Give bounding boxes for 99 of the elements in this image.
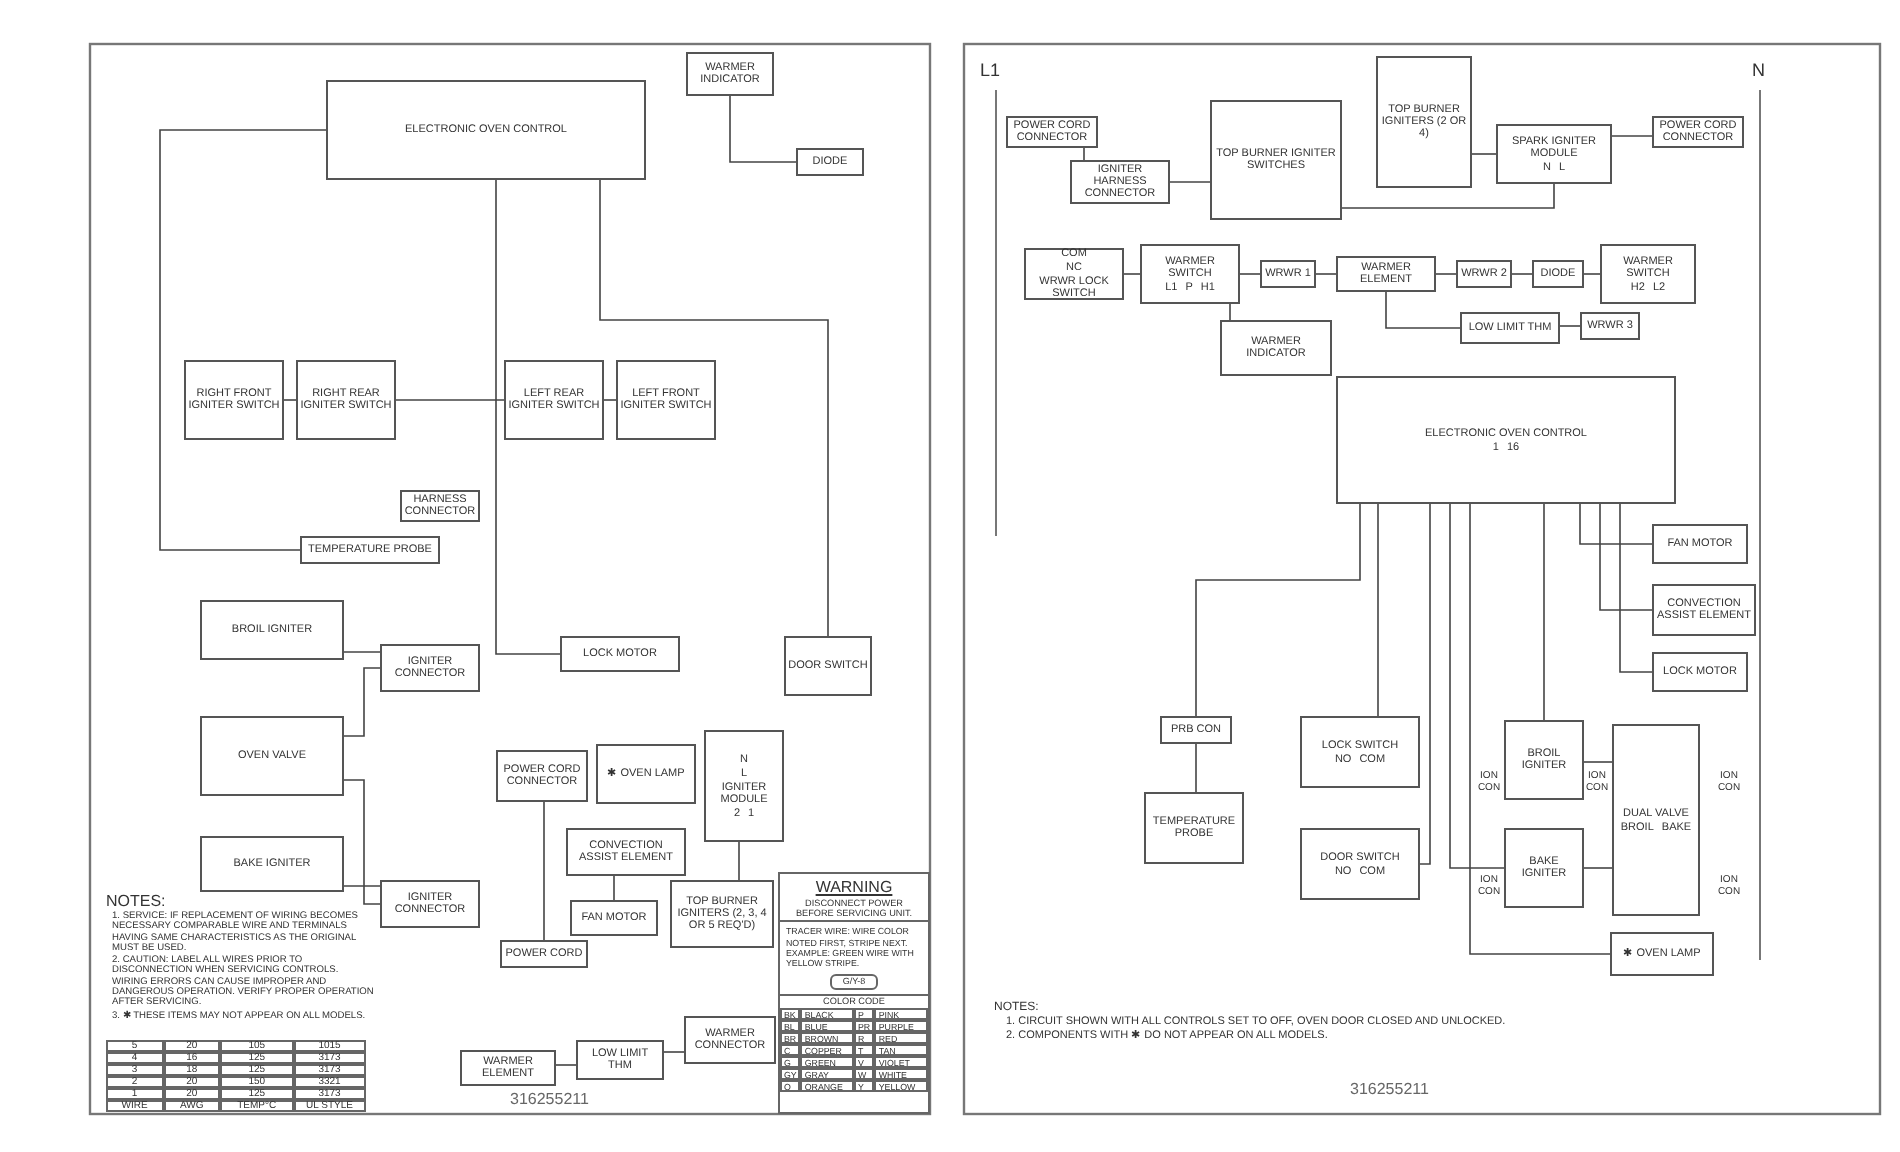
heating-element [1336, 256, 1436, 292]
notes-heading: NOTES: [106, 892, 168, 910]
wire [1583, 761, 1613, 763]
igniter-group [670, 880, 774, 948]
igniter-switch [504, 360, 604, 440]
heating-element [1652, 584, 1756, 636]
thermostat [1460, 312, 1560, 344]
wire [395, 399, 505, 401]
wire [343, 667, 381, 737]
connector-block [380, 644, 480, 692]
drawing-number: 316255211 [1350, 1080, 1429, 1098]
diode-symbol [796, 148, 864, 176]
heating-element [460, 1050, 556, 1086]
wire [159, 129, 327, 551]
selector-switch [1140, 244, 1240, 304]
motor [570, 900, 658, 936]
line-label: L1 [980, 60, 1001, 80]
switch-group [1210, 100, 1342, 220]
wire [1579, 503, 1653, 545]
wire [343, 885, 381, 887]
motor [560, 636, 680, 672]
indicator-lamp [1220, 320, 1332, 376]
wire [1419, 503, 1431, 865]
wire [1619, 503, 1653, 673]
wire [1385, 291, 1461, 329]
wire [1195, 743, 1197, 793]
wire [603, 399, 617, 401]
wire [663, 1051, 685, 1053]
wire [1195, 503, 1361, 717]
igniter-module [704, 730, 784, 842]
wire [1169, 181, 1211, 183]
door-switch [1300, 828, 1420, 900]
wire [495, 179, 561, 655]
lock-switch [1024, 248, 1124, 300]
indicator-lamp [686, 52, 774, 96]
igniter [200, 836, 344, 892]
drawing-number: 316255211 [510, 1090, 589, 1108]
wire [1583, 867, 1613, 869]
wire [599, 179, 829, 637]
connector-block [380, 880, 480, 928]
igniter [1504, 720, 1584, 800]
igniter-module [1496, 124, 1612, 184]
wire [1435, 273, 1457, 275]
wire-connector [1260, 260, 1316, 288]
wire-connector [1580, 312, 1640, 340]
igniter-switch [184, 360, 284, 440]
igniter [200, 600, 344, 660]
harness-connector [1070, 160, 1170, 204]
wire [1083, 147, 1085, 161]
control-board [326, 80, 646, 180]
igniter-group [1376, 56, 1472, 188]
gas-valve [200, 716, 344, 796]
wire [1229, 303, 1231, 321]
wire [613, 875, 615, 901]
wire [343, 651, 381, 653]
wire [1599, 503, 1653, 611]
wire [1239, 273, 1261, 275]
temperature-probe [1144, 792, 1244, 864]
wire [1471, 153, 1497, 155]
wire [283, 399, 297, 401]
motor [1652, 524, 1748, 564]
oven-lamp [1610, 932, 1714, 976]
wire [1469, 503, 1611, 955]
selector-switch [1600, 244, 1696, 304]
wire [1315, 273, 1337, 275]
temperature-probe [300, 536, 440, 564]
wire-connector [1160, 716, 1232, 744]
wire [1543, 503, 1545, 721]
warning-heading: WARNING [813, 878, 895, 896]
wire-connector [1456, 260, 1512, 288]
wire [343, 779, 381, 905]
control-board [1336, 376, 1676, 504]
thermostat [576, 1040, 664, 1080]
connector-block [684, 1016, 776, 1064]
oven-lamp [596, 744, 696, 804]
wire [738, 841, 740, 881]
diode-symbol [1532, 260, 1584, 288]
wire [555, 1064, 577, 1066]
wire [1341, 183, 1555, 209]
igniter [1504, 828, 1584, 908]
door-switch [784, 636, 872, 696]
wire [1559, 325, 1581, 327]
wire [1611, 135, 1653, 137]
wire [1449, 503, 1505, 869]
line-label: N [1752, 60, 1765, 80]
connector-block [496, 750, 588, 802]
igniter-switch [616, 360, 716, 440]
wire [1583, 273, 1601, 275]
motor [1652, 652, 1748, 692]
wire [543, 801, 545, 941]
wire [729, 95, 797, 163]
heating-element [566, 828, 686, 876]
lock-switch [1300, 716, 1420, 788]
wire [1377, 503, 1379, 717]
gas-valve [1612, 724, 1700, 916]
power-cord [500, 940, 588, 968]
wire [1123, 273, 1141, 275]
igniter-switch [296, 360, 396, 440]
wire [1511, 273, 1533, 275]
